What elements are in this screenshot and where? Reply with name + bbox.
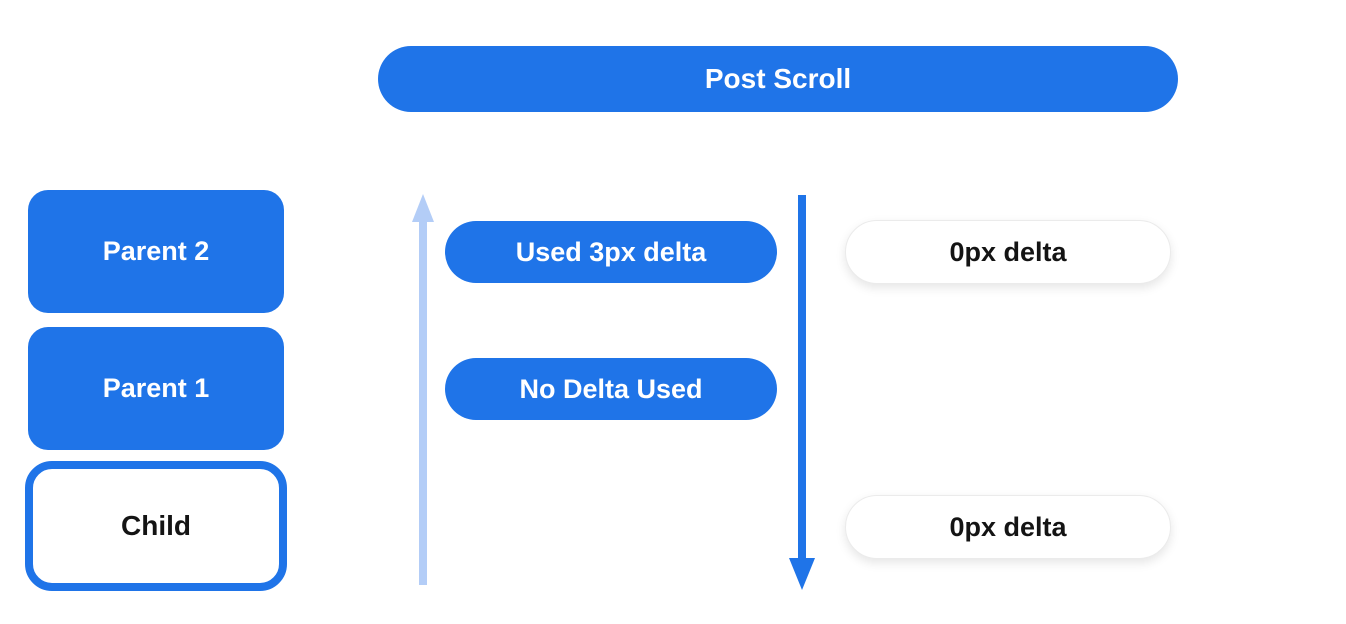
post-scroll-pill: Post Scroll (378, 46, 1178, 112)
parent1-box: Parent 1 (28, 327, 284, 450)
parent2-box: Parent 2 (28, 190, 284, 313)
up-arrow-head (412, 194, 434, 222)
child-box: Child (25, 461, 287, 591)
no-delta-pill: No Delta Used (445, 358, 777, 420)
down-arrow-head (789, 558, 815, 590)
up-arrow-icon (412, 194, 434, 585)
bottom-right-delta-pill: 0px delta (845, 495, 1171, 559)
used-delta-pill: Used 3px delta (445, 221, 777, 283)
top-right-delta-pill: 0px delta (845, 220, 1171, 284)
down-arrow-icon (789, 195, 815, 590)
